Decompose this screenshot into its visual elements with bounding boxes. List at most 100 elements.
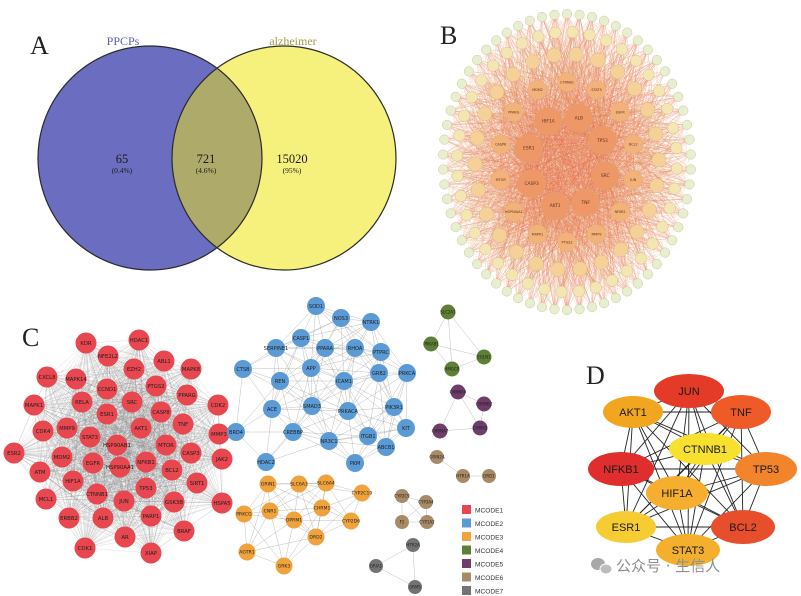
network-edge <box>461 83 549 122</box>
network-node <box>463 247 474 258</box>
cluster-node-label: GSK3B <box>165 500 183 506</box>
network-edge <box>531 183 621 250</box>
network-node <box>463 66 474 77</box>
network-edge <box>521 43 634 145</box>
network-node <box>445 208 456 219</box>
network-edge <box>597 60 634 145</box>
cluster-node-label: REN <box>275 379 286 385</box>
network-node <box>454 189 467 202</box>
network-edge <box>461 83 606 176</box>
network-edge <box>497 183 532 264</box>
network-edge <box>466 117 579 216</box>
network-edge <box>528 148 673 241</box>
network-edge <box>596 89 660 160</box>
network-node-label: EGFR <box>616 110 626 114</box>
network-node <box>451 149 464 162</box>
network-node <box>445 105 456 116</box>
network-edge <box>506 32 606 176</box>
network-edge <box>578 117 690 140</box>
cluster-node-label: CYP2C9 <box>394 493 410 498</box>
network-edge <box>537 89 621 113</box>
network-edge <box>596 233 628 292</box>
network-edge <box>602 140 690 185</box>
network-edge <box>578 118 597 235</box>
network-edge <box>554 81 568 206</box>
network-edge <box>529 179 634 304</box>
network-node <box>555 285 568 298</box>
network-node <box>606 274 618 287</box>
network-edge <box>443 89 597 170</box>
cluster-edge <box>246 519 295 553</box>
cluster-node-label: CYP3A4 <box>418 499 434 504</box>
network-edge <box>529 241 568 304</box>
network-edge <box>531 183 580 292</box>
network-edge <box>476 205 556 265</box>
hub-node-label: ESR1 <box>612 522 641 534</box>
network-edge <box>528 148 650 211</box>
network-node <box>651 55 662 65</box>
network-edge <box>578 117 677 149</box>
cluster-node-label: PKM <box>350 461 361 467</box>
network-edge <box>566 81 634 145</box>
network-edge <box>528 32 573 149</box>
network-node <box>613 242 629 257</box>
network-node <box>477 106 493 122</box>
network-node <box>506 268 519 281</box>
cluster-node-label: CYP2C19 <box>352 491 373 497</box>
network-edge <box>617 71 634 180</box>
network-node <box>508 244 524 260</box>
network-edge <box>517 121 549 299</box>
network-edge <box>633 90 660 180</box>
network-edge <box>596 59 657 91</box>
network-node-label: ESR1 <box>523 146 535 152</box>
cluster-node-label: CASP1 <box>293 336 309 342</box>
network-edge <box>554 40 639 207</box>
network-edge <box>500 140 603 181</box>
network-edge <box>455 96 621 113</box>
network-edge <box>619 40 639 113</box>
network-node <box>456 78 467 89</box>
network-edge <box>602 140 675 189</box>
network-edge <box>585 20 605 203</box>
cluster-node-label: CDK1 <box>78 546 93 552</box>
network-edge <box>474 111 621 165</box>
legend-swatch <box>462 518 471 528</box>
network-edge <box>619 112 673 241</box>
network-edge <box>548 121 690 185</box>
network-node <box>524 15 535 26</box>
hub-node-label: TNF <box>730 407 752 419</box>
network-edge <box>528 90 660 149</box>
network-edge <box>619 49 649 113</box>
cluster-node-label: KIT <box>402 426 411 432</box>
network-edge <box>596 89 679 228</box>
cluster-node-label: MAPK8 <box>182 367 201 373</box>
network-edge <box>529 20 621 113</box>
cluster-node-label: PPARA <box>317 346 333 352</box>
panel-label-c: C <box>22 323 39 352</box>
network-edge <box>478 121 549 191</box>
network-edge <box>521 43 530 149</box>
cluster-node-label: EZH2 <box>127 367 141 373</box>
network-edge <box>485 49 538 235</box>
network-edge <box>566 154 691 243</box>
network-edge <box>578 40 638 119</box>
network-edge <box>471 97 579 119</box>
cluster-node-label: NFKB1 <box>137 460 155 466</box>
network-edge <box>537 140 603 235</box>
network-edge <box>496 91 621 113</box>
cluster-node-label: AGTR1 <box>239 550 254 556</box>
network-edge <box>633 144 675 189</box>
network-edge <box>531 111 621 184</box>
network-edge <box>585 25 617 203</box>
network-edge <box>513 211 562 292</box>
network-edge <box>604 175 639 284</box>
cluster-node-label: SRC <box>127 400 138 406</box>
network-edge <box>566 71 618 243</box>
network-node <box>450 91 461 102</box>
network-node <box>678 208 689 219</box>
network-edge <box>555 32 634 180</box>
network-edge <box>572 32 580 119</box>
cluster-edge <box>242 367 312 370</box>
